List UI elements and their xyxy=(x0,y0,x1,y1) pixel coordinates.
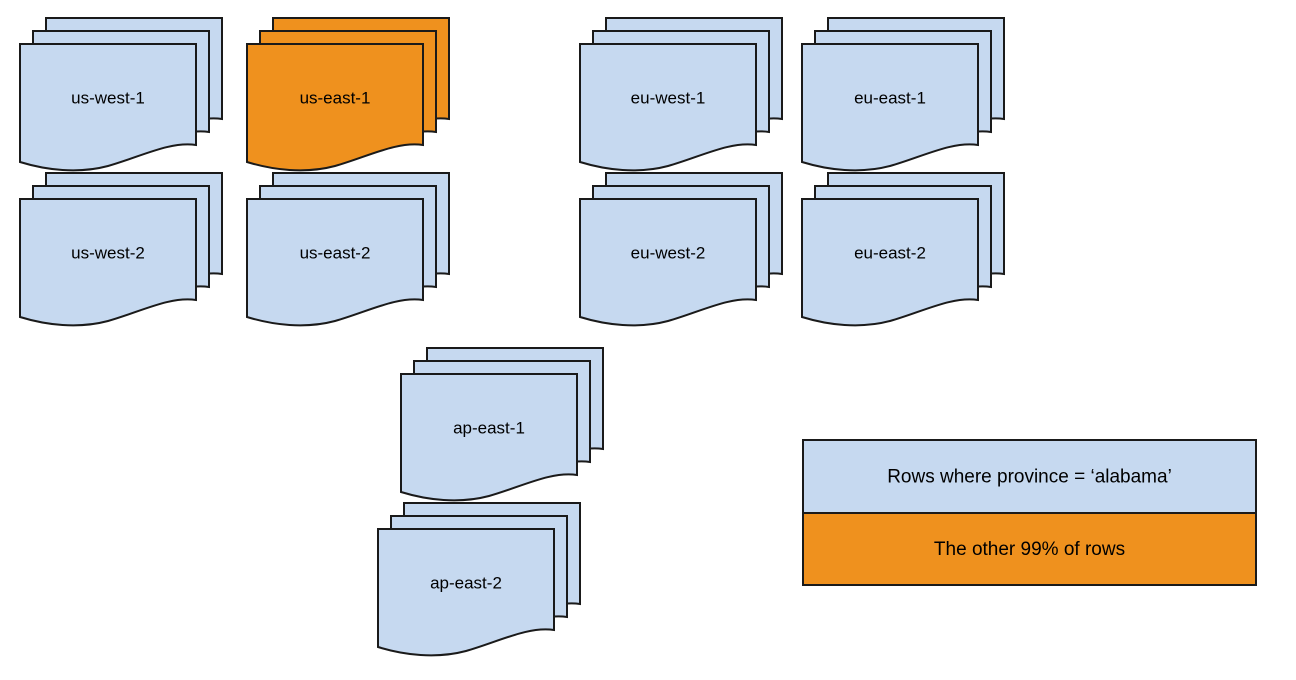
region-label-us-east-1: us-east-1 xyxy=(300,88,371,107)
legend-swatch-legend-blue xyxy=(802,439,1257,514)
region-label-eu-west-2: eu-west-2 xyxy=(631,243,706,262)
region-label-us-west-2: us-west-2 xyxy=(71,243,145,262)
region-stack-us-west-1[interactable]: us-west-1 xyxy=(19,17,223,172)
region-label-eu-east-1: eu-east-1 xyxy=(854,88,926,107)
region-stack-ap-east-2[interactable]: ap-east-2 xyxy=(377,502,581,657)
legend-swatch-legend-orange xyxy=(802,512,1257,586)
region-label-eu-east-2: eu-east-2 xyxy=(854,243,926,262)
region-stack-us-west-2[interactable]: us-west-2 xyxy=(19,172,223,327)
legend-text-legend-orange: The other 99% of rows xyxy=(934,539,1125,560)
region-stack-ap-east-1[interactable]: ap-east-1 xyxy=(400,347,604,502)
region-stack-us-east-1[interactable]: us-east-1 xyxy=(246,17,450,172)
region-label-eu-west-1: eu-west-1 xyxy=(631,88,706,107)
region-stack-eu-east-1[interactable]: eu-east-1 xyxy=(801,17,1005,172)
region-label-ap-east-1: ap-east-1 xyxy=(453,418,525,437)
region-stack-eu-west-2[interactable]: eu-west-2 xyxy=(579,172,783,327)
region-label-us-east-2: us-east-2 xyxy=(300,243,371,262)
legend-text-legend-blue: Rows where province = ‘alabama’ xyxy=(887,467,1172,488)
region-label-ap-east-2: ap-east-2 xyxy=(430,573,502,592)
region-label-us-west-1: us-west-1 xyxy=(71,88,145,107)
region-stack-us-east-2[interactable]: us-east-2 xyxy=(246,172,450,327)
region-stack-eu-east-2[interactable]: eu-east-2 xyxy=(801,172,1005,327)
legend: Rows where province = ‘alabama’ The other… xyxy=(802,439,1257,586)
region-stack-eu-west-1[interactable]: eu-west-1 xyxy=(579,17,783,172)
